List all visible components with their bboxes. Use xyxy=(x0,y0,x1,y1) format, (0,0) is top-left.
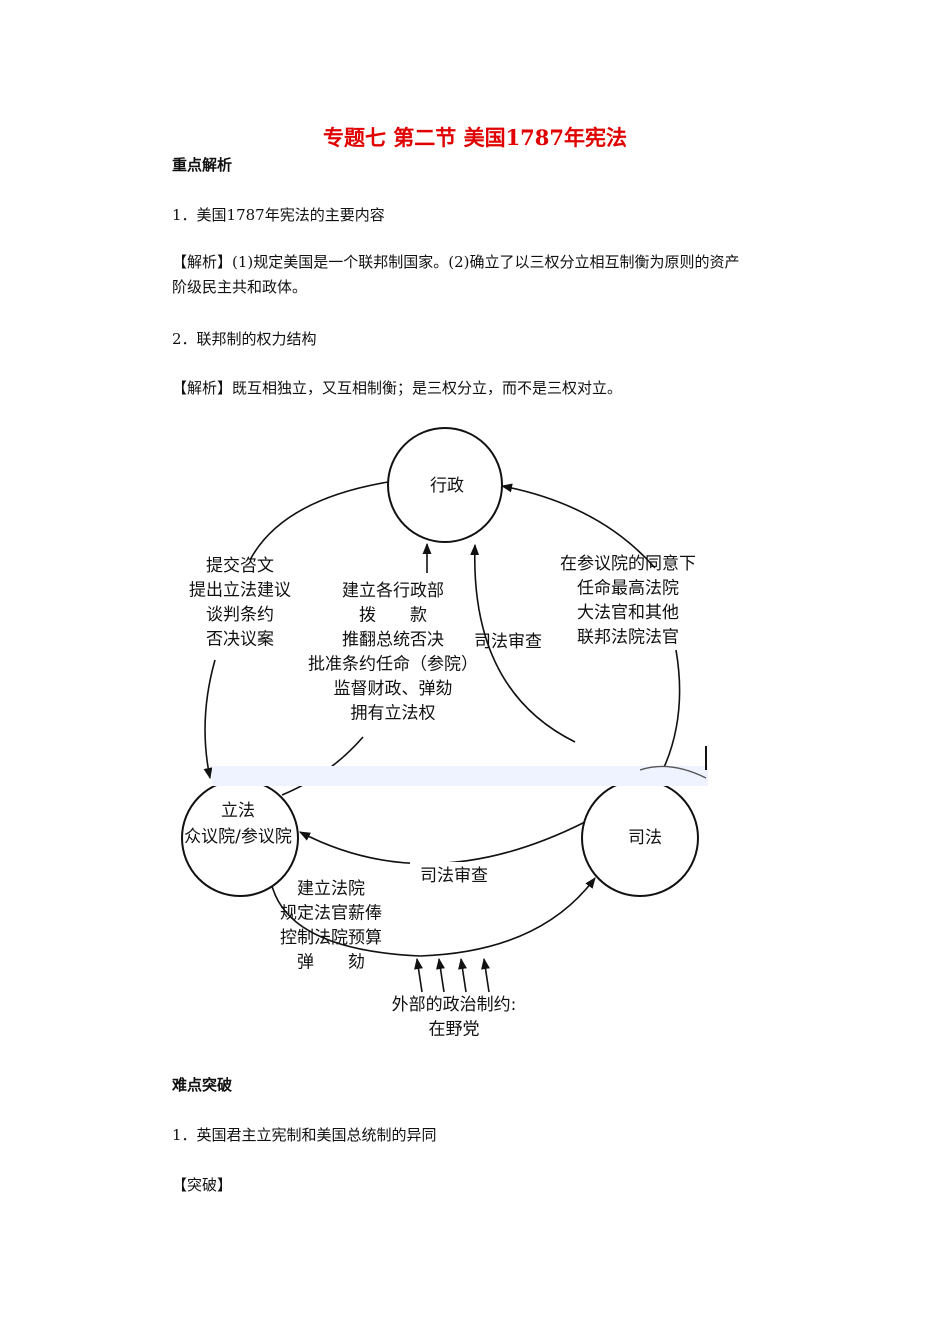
leg-to-jud-power-line: 建立法院 xyxy=(297,879,365,899)
item3-heading: 1．英国君主立宪制和美国总统制的异同 xyxy=(172,1126,437,1144)
jud-to-exec-arrow xyxy=(470,543,576,743)
leg-to-exec-power-line: 推翻总统否决 xyxy=(342,630,444,650)
exec-to-jud-power-line: 在参议院的同意下 xyxy=(560,554,696,574)
external-constraint-line: 外部的政治制约: xyxy=(392,995,517,1015)
leg-to-jud-arrow xyxy=(271,877,596,957)
external-arrow-2 xyxy=(436,957,445,993)
jud-to-leg-label: 司法审查 xyxy=(420,866,488,886)
executive-label: 行政 xyxy=(430,476,464,496)
item2-heading: 2．联邦制的权力结构 xyxy=(172,330,317,348)
item1-analysis-line2: 阶级民主共和政体。 xyxy=(172,278,308,296)
leg-to-exec-power-line: 拨 款 xyxy=(359,606,427,626)
exec-to-jud-power-line: 任命最高法院 xyxy=(577,579,679,599)
exec-to-leg-power-line: 提交咨文 xyxy=(206,556,274,576)
page-title: 专题七 第二节 美国1787年宪法 xyxy=(322,125,628,150)
leg-to-exec-power-line: 建立各行政部 xyxy=(342,581,444,601)
item1-heading: 1．美国1787年宪法的主要内容 xyxy=(172,206,385,224)
external-arrow-3 xyxy=(458,957,467,993)
exec-to-jud-power-line: 联邦法院法官 xyxy=(577,628,679,648)
leg-to-jud-power-line: 弹 劾 xyxy=(297,953,365,973)
exec-leg-arc-upper xyxy=(249,481,389,561)
leg-to-exec-power-line: 批准条约任命（参院） xyxy=(308,655,478,675)
leg-to-exec-power-line: 拥有立法权 xyxy=(351,704,436,724)
scan-artifact-band xyxy=(212,766,708,786)
jud-to-leg-arrow xyxy=(299,821,586,865)
external-constraint-line: 在野党 xyxy=(429,1020,480,1040)
exec-to-leg-arrow xyxy=(203,659,216,780)
external-constraints: 外部的政治制约: 在野党 xyxy=(392,995,517,1040)
section-key-points: 重点解析 xyxy=(172,156,233,174)
leg-to-exec-power-line: 监督财政、弹劾 xyxy=(334,679,453,699)
item1-analysis: 【解析】(1)规定美国是一个联邦制国家。(2)确立了以三权分立相互制衡为原则的资… xyxy=(172,250,822,300)
item1-analysis-line1: 【解析】(1)规定美国是一个联邦制国家。(2)确立了以三权分立相互制衡为原则的资… xyxy=(172,253,740,271)
exec-to-jud-arc xyxy=(659,649,681,777)
external-arrow-4 xyxy=(481,957,490,993)
jud-to-exec-label: 司法审查 xyxy=(474,632,542,652)
judicial-label: 司法 xyxy=(628,828,662,848)
leg-to-jud-power-line: 控制法院预算 xyxy=(280,928,382,948)
exec-to-jud-power-line: 大法官和其他 xyxy=(577,603,679,623)
legislative-label-line2: 众议院/参议院 xyxy=(184,827,292,847)
scan-artifact-curve xyxy=(639,765,707,779)
exec-to-leg-power-line: 提出立法建议 xyxy=(189,581,291,601)
jud-to-leg-label-bg xyxy=(410,862,498,884)
exec-to-leg-power-line: 否决议案 xyxy=(206,630,274,650)
jud-exec-arc-upper xyxy=(500,483,656,569)
exec-to-leg-power-line: 谈判条约 xyxy=(206,605,274,625)
external-arrow-1 xyxy=(414,957,423,993)
item2-analysis: 【解析】既互相独立，又互相制衡；是三权分立，而不是三权对立。 xyxy=(172,379,623,397)
legislative-label-line1: 立法 xyxy=(221,801,255,821)
item3-breakthrough: 【突破】 xyxy=(172,1176,233,1194)
leg-to-jud-power-line: 规定法官薪俸 xyxy=(280,904,382,924)
section-difficulty: 难点突破 xyxy=(172,1076,233,1094)
